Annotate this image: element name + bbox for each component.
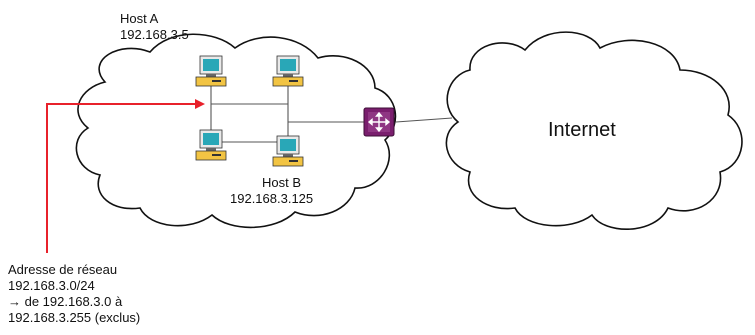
host-a-ip: 192.168.3.5 [120, 27, 189, 42]
internet-label: Internet [548, 119, 616, 141]
host-a-label: Host A 192.168.3.5 [120, 11, 189, 43]
computer-icon[interactable] [195, 55, 227, 87]
computer-icon[interactable] [195, 129, 227, 161]
host-b-name: Host B [262, 175, 302, 190]
network-note-line2: 192.168.3.0/24 [8, 278, 95, 293]
router-icon[interactable] [363, 107, 395, 137]
computer-icon[interactable] [272, 135, 304, 167]
network-address-note: Adresse de réseau 192.168.3.0/24 → de 19… [8, 262, 140, 326]
network-note-line3: → de 192.168.3.0 à [8, 294, 123, 309]
internet-link [395, 117, 453, 123]
host-b-label: Host B 192.168.3.125 [230, 175, 313, 207]
network-note-line4: 192.168.3.255 (exclus) [8, 310, 141, 325]
host-b-ip: 192.168.3.125 [230, 191, 314, 206]
local-network-cloud [75, 33, 397, 229]
host-a-name: Host A [120, 11, 159, 26]
internet-cloud [445, 31, 743, 231]
network-note-line1: Adresse de réseau [8, 262, 118, 277]
computer-icon[interactable] [272, 55, 304, 87]
network-address-arrow [46, 99, 205, 253]
